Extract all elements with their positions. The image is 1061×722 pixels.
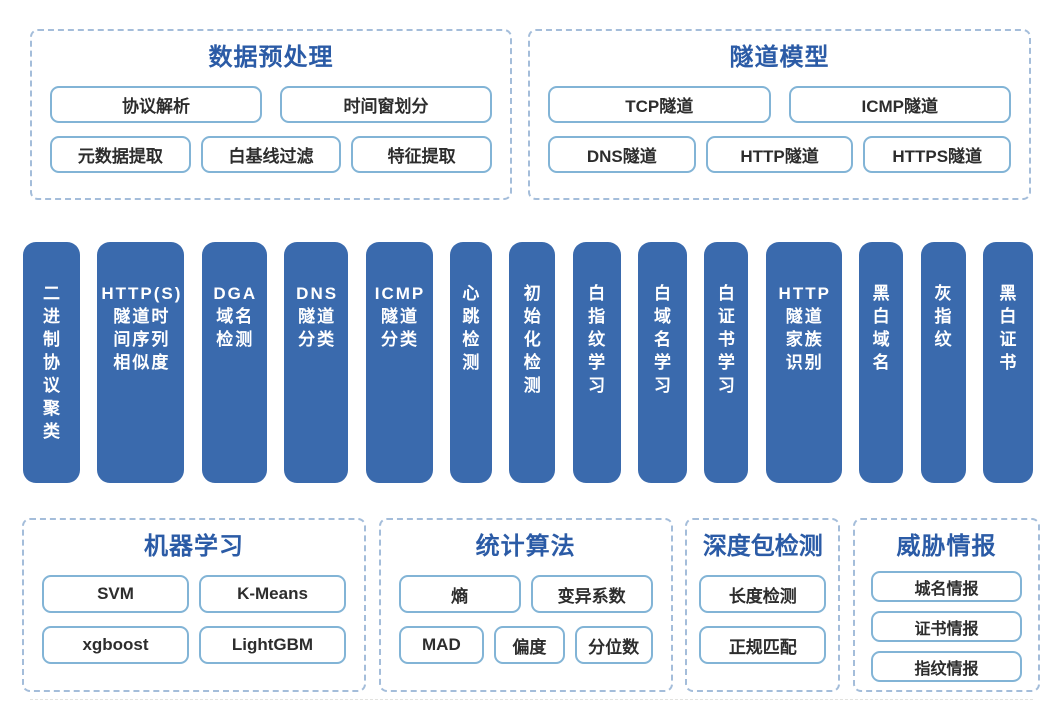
- section-data-preprocessing: 数据预处理 协议解析 时间窗划分 元数据提取 白基线过滤 特征提取: [30, 29, 512, 200]
- ti-row-1: 城名情报: [870, 571, 1022, 602]
- bar-black-white-certificate: 黑 白 证 书: [982, 242, 1033, 483]
- detection-bars-row: 二 进 制 协 议 聚 类 HTTP(S) 隧道时 间序列 相似度 DGA 域名…: [23, 242, 1033, 483]
- chip-fingerprint-intelligence: 指纹情报: [870, 651, 1022, 682]
- chip-http-tunnel: HTTP隧道: [705, 136, 854, 173]
- bar-white-certificate-learning: 白 证 书 学 习: [704, 242, 749, 483]
- bar-binary-protocol-clustering: 二 进 制 协 议 聚 类: [23, 242, 80, 483]
- preprocessing-row-2: 元数据提取 白基线过滤 特征提取: [50, 136, 493, 173]
- preprocessing-row-1: 协议解析 时间窗划分: [50, 86, 492, 123]
- faint-divider-line: [30, 699, 1033, 700]
- chip-dns-tunnel: DNS隧道: [548, 136, 696, 173]
- bar-gray-fingerprint: 灰 指 纹: [920, 242, 966, 483]
- ti-row-2: 证书情报: [870, 611, 1022, 642]
- chip-certificate-intelligence: 证书情报: [870, 611, 1022, 642]
- chip-entropy: 熵: [398, 575, 521, 613]
- section-title-dpi: 深度包检测: [702, 533, 823, 560]
- chip-svm: SVM: [42, 575, 189, 613]
- chip-white-baseline-filter: 白基线过滤: [200, 136, 342, 173]
- bar-dga-domain-detection: DGA 域名 检测: [201, 242, 267, 483]
- chip-feature-extraction: 特征提取: [351, 136, 493, 173]
- bar-https-tunnel-time-series-similarity: HTTP(S) 隧道时 间序列 相似度: [97, 242, 185, 483]
- bar-white-domain-learning: 白 域 名 学 习: [638, 242, 687, 483]
- chip-https-tunnel: HTTPS隧道: [863, 136, 1012, 173]
- bar-http-tunnel-family-identification: HTTP 隧道 家族 识别: [765, 242, 842, 483]
- section-tunnel-model: 隧道模型 TCP隧道 ICMP隧道 DNS隧道 HTTP隧道 HTTPS隧道: [528, 29, 1031, 200]
- stats-row-1: 熵 变异系数: [398, 575, 653, 613]
- chip-skewness: 偏度: [494, 626, 565, 664]
- tunnel-row-2: DNS隧道 HTTP隧道 HTTPS隧道: [548, 136, 1012, 173]
- section-title-statistics: 统计算法: [475, 533, 576, 560]
- ti-row-3: 指纹情报: [870, 651, 1022, 682]
- chip-protocol-parsing: 协议解析: [50, 86, 262, 123]
- bar-dns-tunnel-classification: DNS 隧道 分类: [284, 242, 349, 483]
- section-title-tunnel-model: 隧道模型: [729, 44, 830, 71]
- chip-coefficient-of-variation: 变异系数: [530, 575, 653, 613]
- chip-time-window-division: 时间窗划分: [280, 86, 492, 123]
- section-machine-learning: 机器学习 SVM K-Means xgboost LightGBM: [22, 518, 366, 692]
- stats-row-2: MAD 偏度 分位数: [398, 626, 653, 664]
- bottom-section-row: 机器学习 SVM K-Means xgboost LightGBM 统计算法 熵…: [22, 518, 1040, 692]
- chip-kmeans: K-Means: [199, 575, 346, 613]
- chip-domain-intelligence: 城名情报: [870, 571, 1022, 602]
- chip-tcp-tunnel: TCP隧道: [548, 86, 771, 123]
- bar-icmp-tunnel-classification: ICMP 隧道 分类: [365, 242, 433, 483]
- bar-initialization-detection: 初 始 化 检 测: [509, 242, 556, 483]
- tunnel-row-1: TCP隧道 ICMP隧道: [548, 86, 1011, 123]
- ml-row-2: xgboost LightGBM: [42, 626, 346, 664]
- section-statistical-algorithms: 统计算法 熵 变异系数 MAD 偏度 分位数: [378, 518, 673, 692]
- ml-row-1: SVM K-Means: [42, 575, 346, 613]
- chip-metadata-extraction: 元数据提取: [50, 136, 191, 173]
- section-title-machine-learning: 机器学习: [144, 533, 244, 560]
- section-title-preprocessing: 数据预处理: [208, 44, 334, 71]
- chip-quantile: 分位数: [574, 626, 653, 664]
- section-threat-intelligence: 威胁情报 城名情报 证书情报 指纹情报: [852, 518, 1040, 692]
- dpi-row-1: 长度检测: [699, 575, 827, 613]
- chip-lightgbm: LightGBM: [199, 626, 346, 664]
- chip-length-detection: 长度检测: [699, 575, 827, 613]
- bar-white-fingerprint-learning: 白 指 纹 学 习: [572, 242, 621, 483]
- chip-icmp-tunnel: ICMP隧道: [788, 86, 1011, 123]
- chip-mad: MAD: [398, 626, 485, 664]
- bar-black-white-domain: 黑 白 域 名: [859, 242, 904, 483]
- section-title-threat-intel: 威胁情报: [896, 533, 997, 560]
- chip-xgboost: xgboost: [42, 626, 189, 664]
- top-section-row: 数据预处理 协议解析 时间窗划分 元数据提取 白基线过滤 特征提取 隧道模型 T…: [30, 29, 1031, 200]
- section-deep-packet-inspection: 深度包检测 长度检测 正规匹配: [685, 518, 841, 692]
- dpi-row-2: 正规匹配: [699, 626, 827, 664]
- chip-regex-matching: 正规匹配: [699, 626, 827, 664]
- bar-heartbeat-detection: 心 跳 检 测: [449, 242, 492, 483]
